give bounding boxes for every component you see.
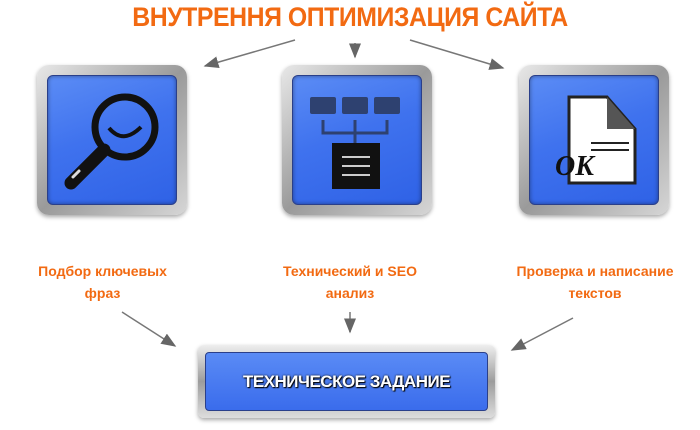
arrow-keywords-to-task: [121, 311, 177, 347]
step-label-line: Проверка и написание: [516, 263, 674, 279]
step-label-texts: Проверка и написание текстов: [495, 260, 695, 304]
arrow-to-texts: [409, 39, 505, 70]
step-label-line: текстов: [568, 285, 622, 301]
step-label-line: Подбор ключевых: [38, 263, 167, 279]
step-label-line: анализ: [325, 285, 375, 301]
structure-icon: [310, 97, 400, 189]
step-label-line: Технический и SEO: [283, 263, 417, 279]
magnifier-icon: [64, 93, 159, 190]
arrow-texts-to-task: [510, 317, 574, 351]
step-label-keywords: Подбор ключевых фраз: [10, 260, 195, 304]
technical-task-label: ТЕХНИЧЕСКОЕ ЗАДАНИЕ: [242, 371, 451, 391]
tile-analysis: [282, 65, 432, 215]
step-label-analysis: Технический и SEO анализ: [255, 260, 445, 304]
diagram-title: ВНУТРЕННЯ ОПТИМИЗАЦИЯ САЙТА: [132, 2, 568, 32]
arrow-to-keywords: [203, 39, 296, 69]
step-label-line: фраз: [84, 285, 121, 301]
tile-keywords: [37, 65, 187, 215]
ok-text: OK: [555, 151, 596, 182]
tile-texts: OK: [519, 65, 669, 215]
technical-task-box: ТЕХНИЧЕСКОЕ ЗАДАНИЕ: [198, 345, 495, 418]
document-ok-icon: OK: [555, 95, 637, 185]
